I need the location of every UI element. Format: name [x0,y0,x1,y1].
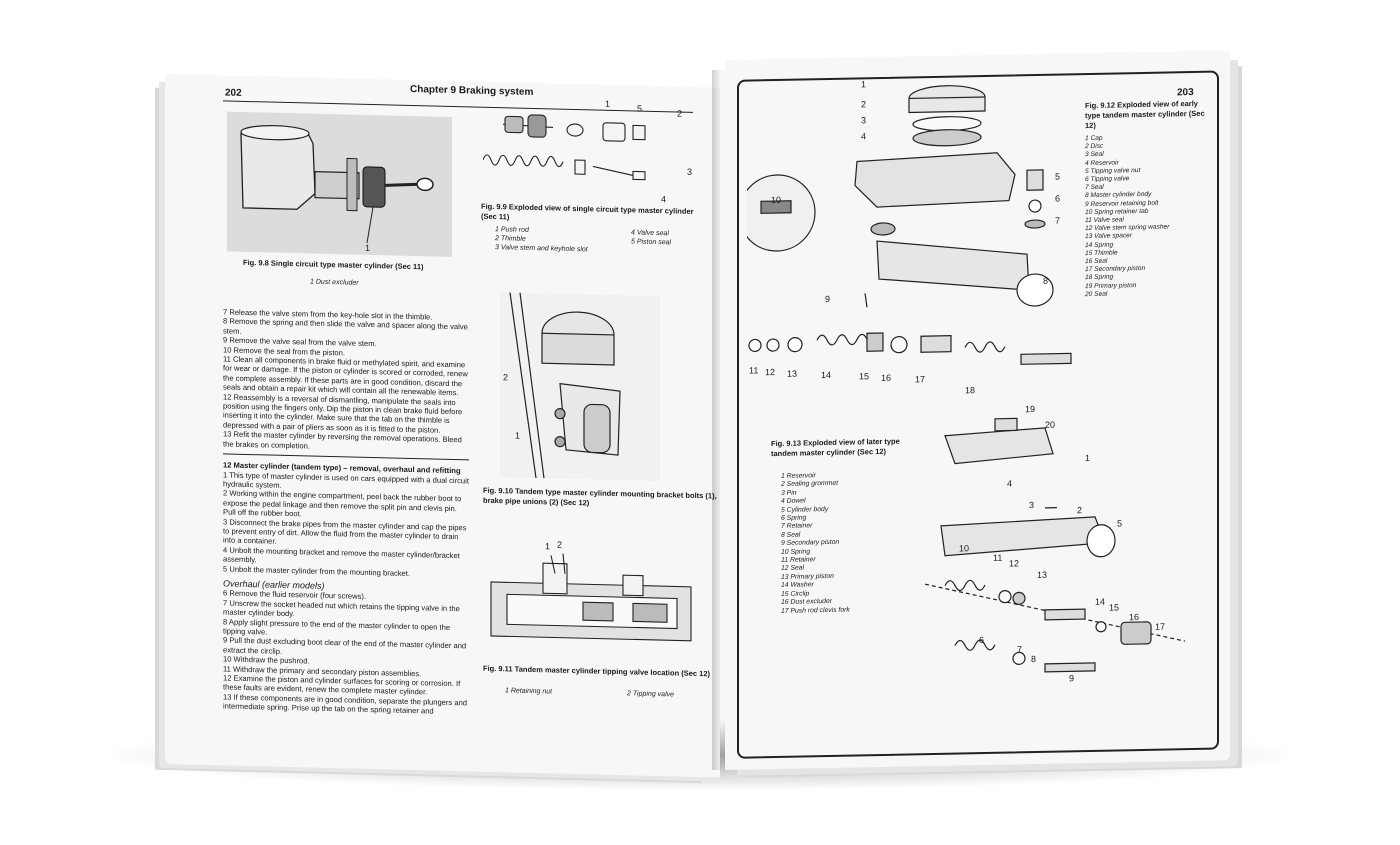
fig-9-9-legend-5: 5 Piston seal [631,238,672,247]
fig-9-12-callout-15: 15 [859,371,870,382]
fig-9-13-callout-9: 9 [1069,673,1075,684]
fig-9-12-callout-12: 12 [765,367,776,378]
fig-9-8-illustration [227,111,452,258]
fig-9-10-illustration [500,292,660,482]
fig-9-13-callout-12: 12 [1009,558,1020,569]
fig-9-9-legend-col1: 1 Push rod 2 Thimble 3 Valve stem and ke… [495,225,615,255]
fig-9-12-callout-9: 9 [825,293,831,305]
fig-9-8-legend: 1 Dust excluder [310,278,359,287]
fig-9-12-callout-10: 10 [771,194,782,206]
fig-9-13-callout-8: 8 [1031,654,1037,665]
fig-9-12-callout-13: 13 [787,368,798,379]
fig-9-13-callout-4: 4 [1007,478,1013,489]
fig-9-12-caption: Fig. 9.12 Exploded view of early type ta… [1085,98,1205,131]
fig-9-12-callout-6: 6 [1055,193,1061,204]
fig-9-9-illustration [483,114,646,181]
fig-9-13-callout-1: 1 [1085,452,1091,464]
fig-9-9-legend-col2: 4 Valve seal 5 Piston seal [631,228,711,248]
fig-9-12-callout-5: 5 [1055,171,1061,182]
fig-9-9-callout-2: 2 [677,108,683,119]
fig-9-11-caption: Fig. 9.11 Tandem master cylinder tipping… [483,663,711,679]
fig-9-13-callout-16: 16 [1129,612,1140,623]
para-12: 12 Reassembly is a reversal of dismantli… [223,392,463,435]
fig-9-12-illustration [747,85,1072,365]
fig-9-13-callout-2: 2 [1077,505,1083,516]
fig-9-13-callout-7: 7 [1017,644,1023,655]
fig-9-13-callout-10: 10 [959,543,970,554]
fig-9-13-callout-15: 15 [1109,602,1120,613]
fig-9-11-callout-1: 1 [545,541,551,552]
fig-9-9-caption: Fig. 9.9 Exploded view of single circuit… [481,201,694,222]
fig-9-12-callout-4: 4 [861,131,867,142]
running-head: Chapter 9 Braking system [410,83,534,99]
fig-9-12-callout-1: 1 [861,79,867,90]
fig-9-12-callout-18: 18 [965,385,976,396]
fig-9-10-caption: Fig. 9.10 Tandem type master cylinder mo… [483,485,717,508]
fig-9-12-callout-19: 19 [1025,404,1036,415]
fig-9-9-callout-1: 1 [605,98,611,109]
fig-9-12-callout-17: 17 [915,374,926,385]
fig-9-12-callout-2: 2 [861,99,867,110]
fig-9-12-callout-7: 7 [1055,215,1061,226]
fig-9-12-legend: 1 Cap 2 Disc 3 Seal 4 Reservoir 5 Tippin… [1085,133,1213,300]
fig-9-9-callout-3: 3 [687,166,693,177]
fig-9-13-illustration [925,417,1186,673]
fig-9-8-callout: 1 [365,242,371,254]
fig-9-10-callout-2: 2 [503,372,509,383]
fig-9-11-legend-1: 1 Retaining nut [505,687,553,696]
fig-9-11-legend-2: 2 Tipping valve [627,690,675,699]
fig-9-13-callout-14: 14 [1095,596,1106,607]
fig-9-11-illustration [490,553,692,642]
fig-9-12-callout-3: 3 [861,115,867,126]
fig-9-13-callout-3: 3 [1029,500,1035,511]
fig-9-9-callout-5: 5 [637,103,643,114]
fig-9-8-caption: Fig. 9.8 Single circuit type master cyli… [243,257,424,272]
fig-9-9-callout-4: 4 [661,194,667,205]
fig-9-13-caption: Fig. 9.13 Exploded view of later type ta… [771,436,900,459]
fig-9-9-legend-3: 3 Valve stem and keyhole slot [495,244,588,254]
fig-9-11-callout-2: 2 [557,539,563,550]
fig-9-13-callout-17: 17 [1155,621,1166,632]
section-rule [223,453,469,461]
fig-9-12-callout-11: 11 [749,365,759,376]
page-number-right: 203 [1177,87,1194,99]
fig-9-13-callout-13: 13 [1037,569,1048,581]
left-page: 202 Chapter 9 Braking system 1 Fig. 9.8 … [165,74,720,778]
fig-9-12-callout-8: 8 [1043,275,1049,286]
left-text-column: 7 Release the valve stem from the key-ho… [223,307,469,717]
right-page: 203 [725,50,1230,770]
page-number-left: 202 [225,87,242,99]
fig-9-12-callout-14: 14 [821,369,832,381]
fig-9-13-callout-11: 11 [993,552,1003,563]
fig-9-13-callout-6: 6 [979,635,985,646]
para-11: 11 Clean all components in brake fluid o… [223,354,468,398]
fig-9-10-callout-1: 1 [515,430,521,441]
fig-9-13-callout-5: 5 [1117,518,1123,529]
fig-9-13-legend: 1 Reservoir 2 Sealing grommet 3 Pin 4 Do… [781,470,911,615]
fig-9-12-callout-16: 16 [881,372,892,384]
